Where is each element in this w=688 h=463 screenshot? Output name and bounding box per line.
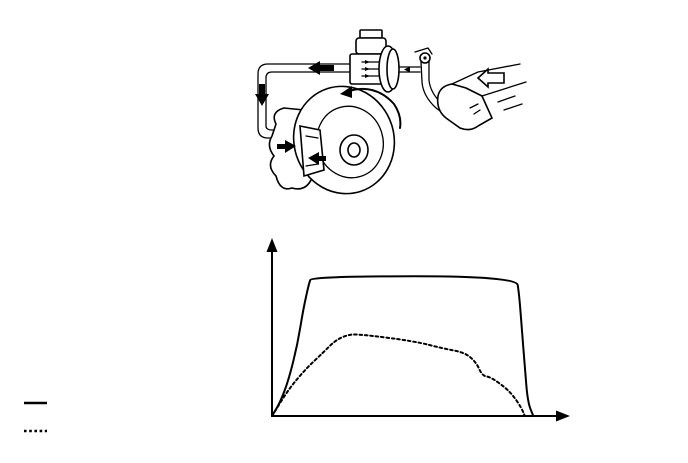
x-axis bbox=[271, 410, 570, 422]
brake-line bbox=[257, 63, 353, 139]
legend bbox=[24, 401, 47, 433]
push-rod bbox=[398, 66, 421, 73]
series-line-dotted bbox=[271, 333, 526, 417]
brake-pedal bbox=[414, 47, 449, 115]
clamp-arrow-left-icon bbox=[308, 152, 326, 165]
pressure-chart bbox=[266, 238, 570, 422]
pedal-force-arrow-icon bbox=[476, 67, 505, 89]
flow-arrow-down-icon bbox=[255, 84, 269, 106]
rotation-arrow-icon bbox=[340, 86, 402, 129]
brake-booster bbox=[378, 45, 400, 93]
disc-brake-assembly bbox=[268, 85, 396, 195]
driver-foot bbox=[436, 63, 527, 131]
clamp-arrow-right-icon bbox=[277, 140, 296, 153]
series-line-solid bbox=[271, 275, 535, 417]
y-axis bbox=[266, 238, 278, 417]
brake-caliper bbox=[299, 125, 325, 178]
flow-arrow-left-icon bbox=[308, 61, 334, 75]
brake-system-diagram bbox=[255, 29, 527, 195]
